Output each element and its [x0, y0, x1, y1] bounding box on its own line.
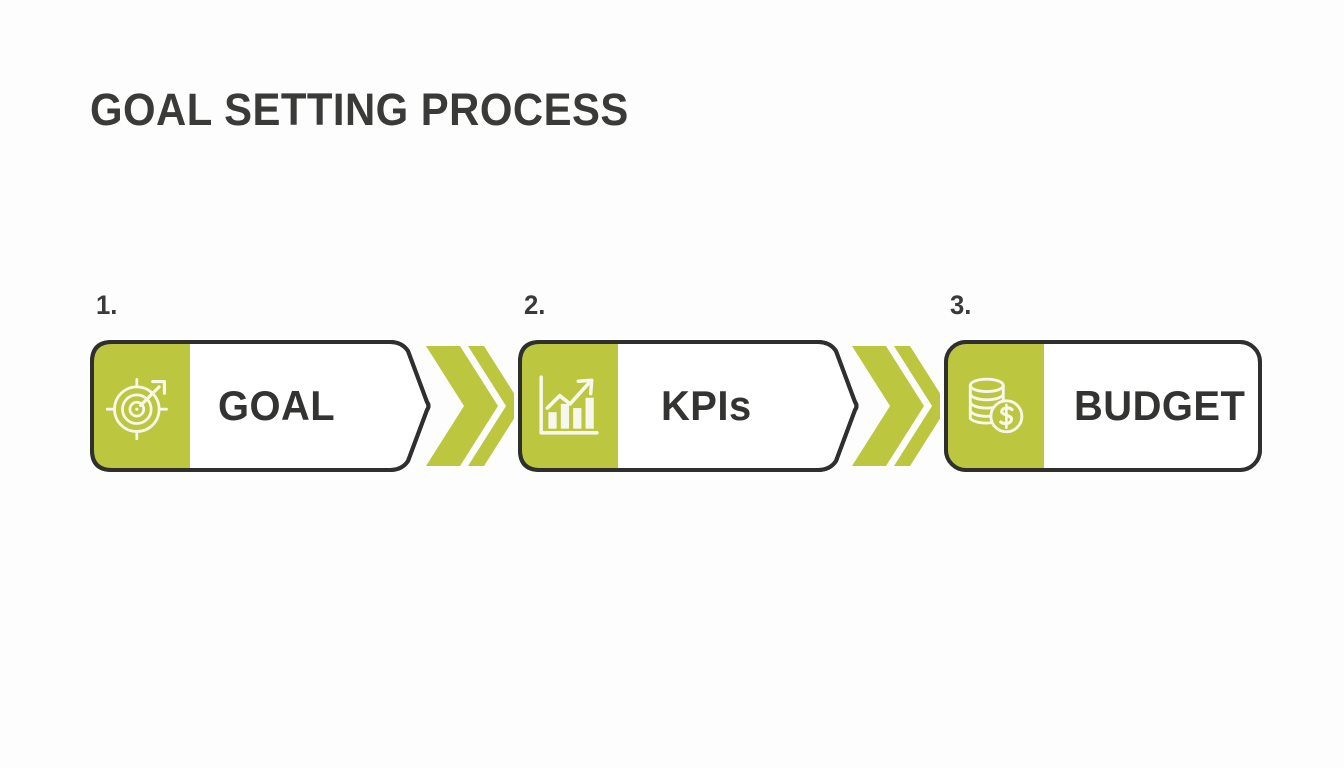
step-card-goal[interactable]: GOAL: [90, 340, 431, 472]
page-title: GOAL SETTING PROCESS: [90, 84, 629, 135]
step-number-2: 2.: [524, 290, 546, 320]
chevron-right-icon: [852, 346, 924, 466]
step-card-budget-shape: [944, 340, 1262, 472]
chevron-right-icon: [894, 346, 948, 466]
step-card-kpis[interactable]: KPIs: [518, 340, 859, 472]
chevron-right-icon: [468, 346, 522, 466]
chevron-right-icon: [426, 346, 498, 466]
step-card-budget[interactable]: BUDGET: [944, 340, 1262, 472]
step-number-3: 3.: [950, 290, 972, 320]
step-card-kpis-shape: [518, 340, 859, 472]
step-number-1: 1.: [96, 290, 118, 320]
chevron-connector-2: [850, 340, 948, 477]
step-card-goal-shape: [90, 340, 431, 472]
chevron-connector-1: [424, 340, 522, 477]
